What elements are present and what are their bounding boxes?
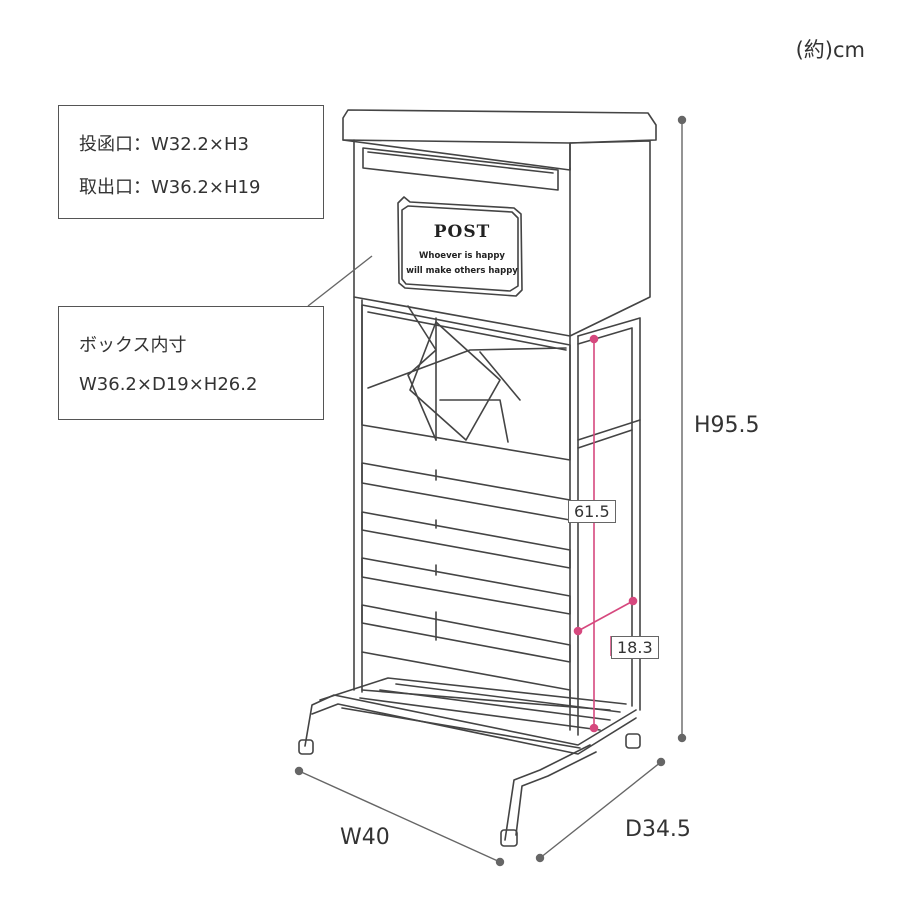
plate-title: POST [433,222,491,242]
insertion-slot-size: 投函口：W32.2×H3 [79,134,249,155]
mailbox-body [353,139,571,337]
retrieval-opening-size: 取出口：W36.2×H19 [79,177,261,198]
box-inner-size-title: ボックス内寸 [79,335,187,356]
depth-label: D34.5 [625,817,691,842]
width-label: W40 [340,825,390,850]
height-label: H95.5 [694,413,760,438]
inner-depth-label: 18.3 [611,636,659,659]
plate-line-1: Whoever is happy [419,251,505,261]
slot-size-callout: 投函口：W32.2×H3 取出口：W36.2×H19 [58,105,324,219]
mail-slot [362,147,559,191]
inner-depth-line [577,600,634,632]
front-frame [353,296,363,693]
post-plate [397,196,523,297]
depth-dimension-line [539,761,662,859]
decorative-panel [361,304,571,461]
unit-note: (約)cm [795,38,865,62]
box-inner-size-value: W36.2×D19×H26.2 [79,374,258,395]
box-inner-size-callout: ボックス内寸 W36.2×D19×H26.2 [58,306,324,420]
inner-height-label: 61.5 [568,500,616,523]
callout-leader [307,255,373,307]
foot-back-right [625,733,641,749]
plate-line-2: will make others happy [406,266,518,276]
width-dimension-line [298,770,501,863]
foot-front-left [298,739,314,755]
mailbox-lid [342,109,657,171]
foot-front-right [500,829,518,847]
front-slats [361,462,571,521]
